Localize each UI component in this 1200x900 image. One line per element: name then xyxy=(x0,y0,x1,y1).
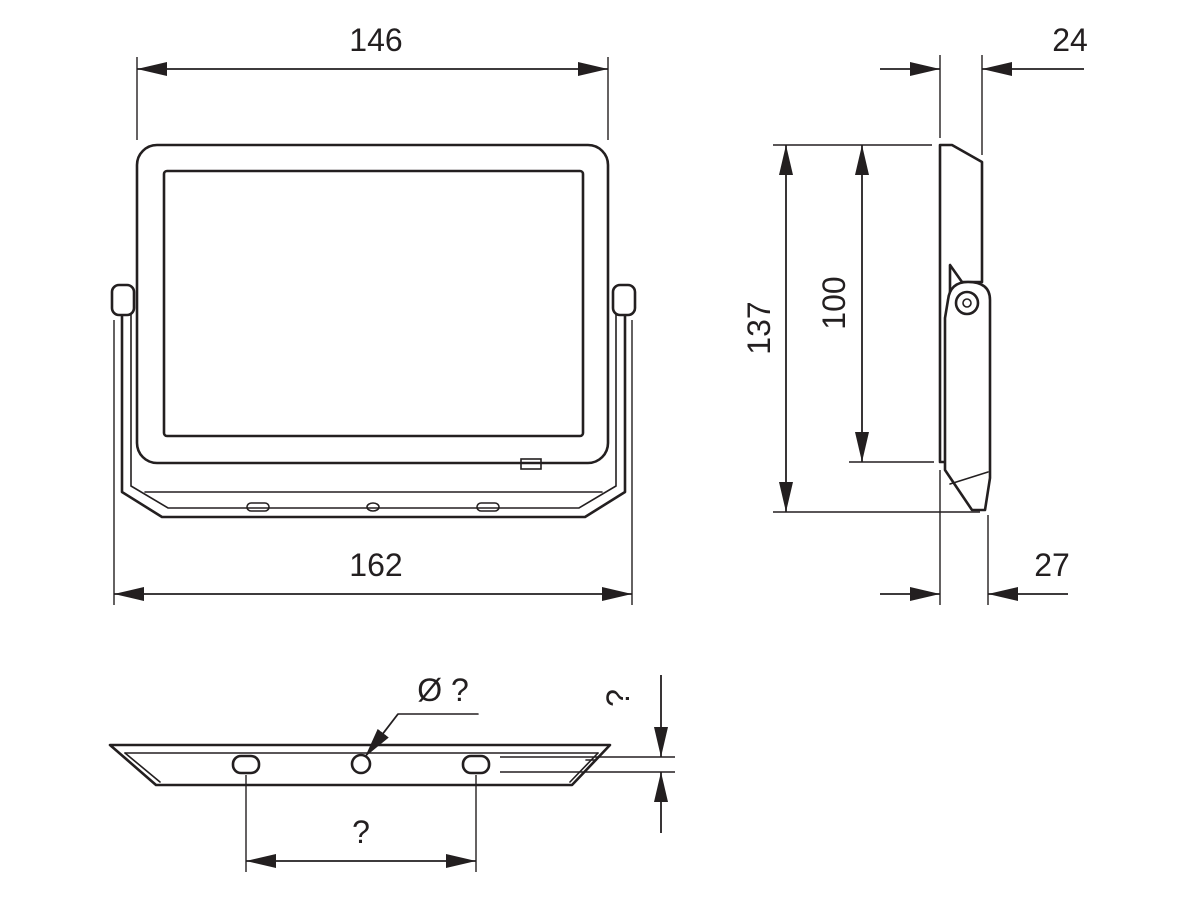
dimension-side-bottom: 27 xyxy=(880,470,1070,605)
side-view xyxy=(938,143,992,512)
front-slot-right xyxy=(476,502,500,512)
dimension-front-bottom: 162 xyxy=(113,320,633,605)
dimension-hole-diameter: Ø ? xyxy=(364,672,479,758)
right-pivot-knob xyxy=(611,283,637,317)
label-front-bottom-width: 162 xyxy=(349,547,402,583)
front-bracket xyxy=(120,294,627,519)
bracket-detail-view xyxy=(108,743,612,787)
label-hole-diameter: Ø ? xyxy=(417,672,469,708)
label-side-bottom-depth: 27 xyxy=(1034,547,1070,583)
front-slot-left xyxy=(246,502,270,512)
dimension-side-top: 24 xyxy=(880,22,1088,155)
front-view xyxy=(110,143,637,519)
side-pivot-screw-outer xyxy=(954,290,980,316)
bracket-center-hole xyxy=(350,753,372,775)
label-front-top-width: 146 xyxy=(349,22,402,58)
front-bracket-inner xyxy=(130,299,617,509)
front-indicator-tab xyxy=(520,458,542,470)
label-overall-height: 137 xyxy=(741,301,777,354)
front-lens xyxy=(162,169,585,438)
dimension-bracket-thickness: ? xyxy=(500,675,675,833)
side-bracket-foot-line xyxy=(949,471,989,485)
bracket-slot-right xyxy=(461,754,491,775)
bracket-detail-left-wall xyxy=(124,752,161,783)
dimension-overall-height: 137 xyxy=(741,144,980,513)
dimension-inner-height: 100 xyxy=(816,145,934,463)
dimension-hole-spacing: ? xyxy=(245,775,477,872)
dimension-front-top: 146 xyxy=(136,22,609,140)
label-inner-height: 100 xyxy=(816,276,852,329)
bracket-detail-outline xyxy=(108,743,612,787)
side-bracket-arm xyxy=(943,280,992,512)
front-housing xyxy=(135,143,610,465)
bracket-detail-right-wall xyxy=(569,752,599,783)
front-hole-center xyxy=(366,502,380,512)
label-side-top-depth: 24 xyxy=(1052,22,1088,58)
left-pivot-knob xyxy=(110,283,136,317)
label-bracket-thickness: ? xyxy=(600,689,636,707)
label-hole-spacing: ? xyxy=(352,814,370,850)
bracket-slot-left xyxy=(231,754,261,775)
side-pivot-screw-inner xyxy=(962,298,972,308)
